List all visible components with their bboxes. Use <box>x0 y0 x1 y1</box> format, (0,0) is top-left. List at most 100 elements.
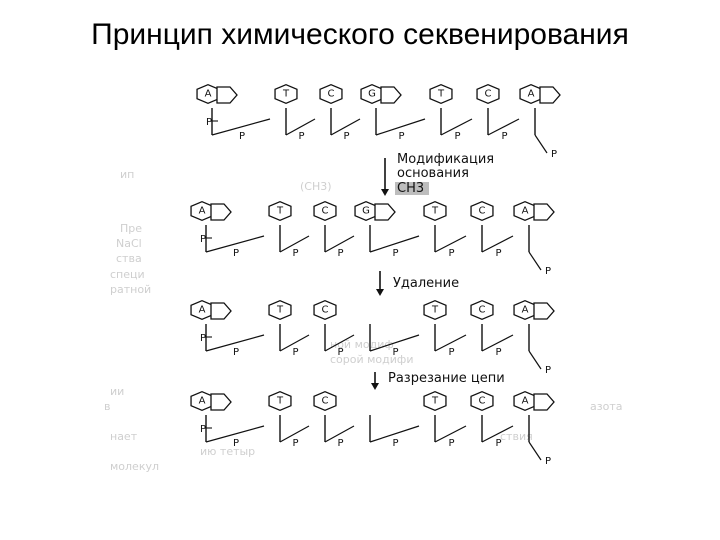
phosphodiester-bond <box>324 425 355 443</box>
base-label: A <box>522 305 529 316</box>
base-ring <box>533 203 555 221</box>
phosphodiester-bond <box>205 425 265 443</box>
nucleotide: AP <box>513 390 555 467</box>
nucleotide: TP <box>423 200 467 259</box>
nucleotide: GP <box>360 83 426 142</box>
nucleotide: P <box>369 324 420 358</box>
phosphodiester-bond <box>324 334 355 352</box>
phosphodiester-bond <box>279 334 310 352</box>
phosphodiester-bond <box>324 235 355 253</box>
phosphate-label: P <box>393 248 399 259</box>
nucleotide: APP <box>190 390 265 449</box>
phosphate-label: P <box>393 347 399 358</box>
base-label: T <box>282 89 290 100</box>
background-text: ствия <box>500 430 533 443</box>
base-ring <box>210 393 232 411</box>
background-text: молекул <box>110 460 159 473</box>
base-ring <box>470 390 494 412</box>
phosphate-label: P <box>233 347 239 358</box>
background-text: Пре <box>120 222 142 235</box>
phosphodiester-bond <box>330 118 361 136</box>
phosphate-label: P <box>200 333 206 344</box>
base-label: A <box>199 305 206 316</box>
phosphodiester-bond <box>279 425 310 443</box>
phosphate-label: P <box>239 131 245 142</box>
base-label: A <box>522 396 529 407</box>
step-arrowhead <box>376 289 384 296</box>
phosphate-label: P <box>496 248 502 259</box>
phosphodiester-bond <box>434 334 467 352</box>
phosphate-label: P <box>455 131 461 142</box>
background-text: ии <box>110 385 124 398</box>
phosphodiester-bond <box>375 118 426 136</box>
background-text: в <box>104 400 110 413</box>
nucleotide: TP <box>268 200 310 259</box>
phosphodiester-bond <box>481 235 514 253</box>
base-label: A <box>528 89 535 100</box>
base-ring <box>470 299 494 321</box>
phosphodiester-bond <box>434 425 467 443</box>
phosphate-label: P <box>293 248 299 259</box>
base-label: C <box>485 89 492 100</box>
base-ring <box>268 299 292 321</box>
base-label: G <box>368 89 376 100</box>
nucleotide: TP <box>423 390 467 449</box>
phosphodiester-bond <box>481 334 514 352</box>
reaction-step: Удаление <box>376 271 459 296</box>
base-label: T <box>431 396 439 407</box>
base-ring <box>268 200 292 222</box>
base-label: T <box>431 206 439 217</box>
nucleotide: AP <box>513 200 555 277</box>
background-text: ратной <box>110 283 151 296</box>
step-label: Разрезание цепи <box>388 371 505 386</box>
base-label: C <box>479 305 486 316</box>
nucleotide: CP <box>313 299 355 358</box>
base-label: A <box>522 206 529 217</box>
phosphate-label: P <box>496 347 502 358</box>
background-text: NaCl <box>116 237 142 250</box>
base-label: T <box>437 89 445 100</box>
base-ring <box>313 200 337 222</box>
nucleotide: APP <box>190 200 265 259</box>
nucleotide: APP <box>196 83 271 142</box>
base-label: T <box>276 396 284 407</box>
phosphodiester-bond <box>369 334 420 352</box>
background-text: специ <box>110 268 145 281</box>
background-text: ип <box>120 168 134 181</box>
background-text: ства <box>116 252 142 265</box>
base-ring <box>470 200 494 222</box>
phosphodiester-bond <box>369 235 420 253</box>
nucleotide: CP <box>470 390 514 449</box>
base-ring <box>423 390 447 412</box>
phosphate-label: P <box>551 149 557 160</box>
step-arrowhead <box>371 383 379 390</box>
base-ring <box>210 302 232 320</box>
phosphate-label: P <box>399 131 405 142</box>
reaction-step: Разрезание цепи <box>371 371 505 390</box>
background-text: ной модиф <box>330 338 394 351</box>
base-label: C <box>328 89 335 100</box>
nucleotide: TP <box>268 299 310 358</box>
phosphodiester-bond <box>285 118 316 136</box>
phosphodiester-bond <box>534 134 548 154</box>
phosphate-label: P <box>502 131 508 142</box>
base-ring <box>268 390 292 412</box>
base-ring <box>539 86 561 104</box>
phosphate-label: P <box>338 248 344 259</box>
phosphodiester-bond <box>205 334 265 352</box>
nucleotide: CP <box>313 200 355 259</box>
phosphodiester-bond <box>487 118 520 136</box>
phosphate-label: P <box>344 131 350 142</box>
base-label: A <box>199 206 206 217</box>
nucleotide: CP <box>470 200 514 259</box>
base-ring <box>533 393 555 411</box>
background-text: (CH3) <box>300 180 332 193</box>
base-label: A <box>199 396 206 407</box>
phosphate-label: P <box>293 438 299 449</box>
nucleotide: CP <box>313 390 355 449</box>
base-label: T <box>276 305 284 316</box>
